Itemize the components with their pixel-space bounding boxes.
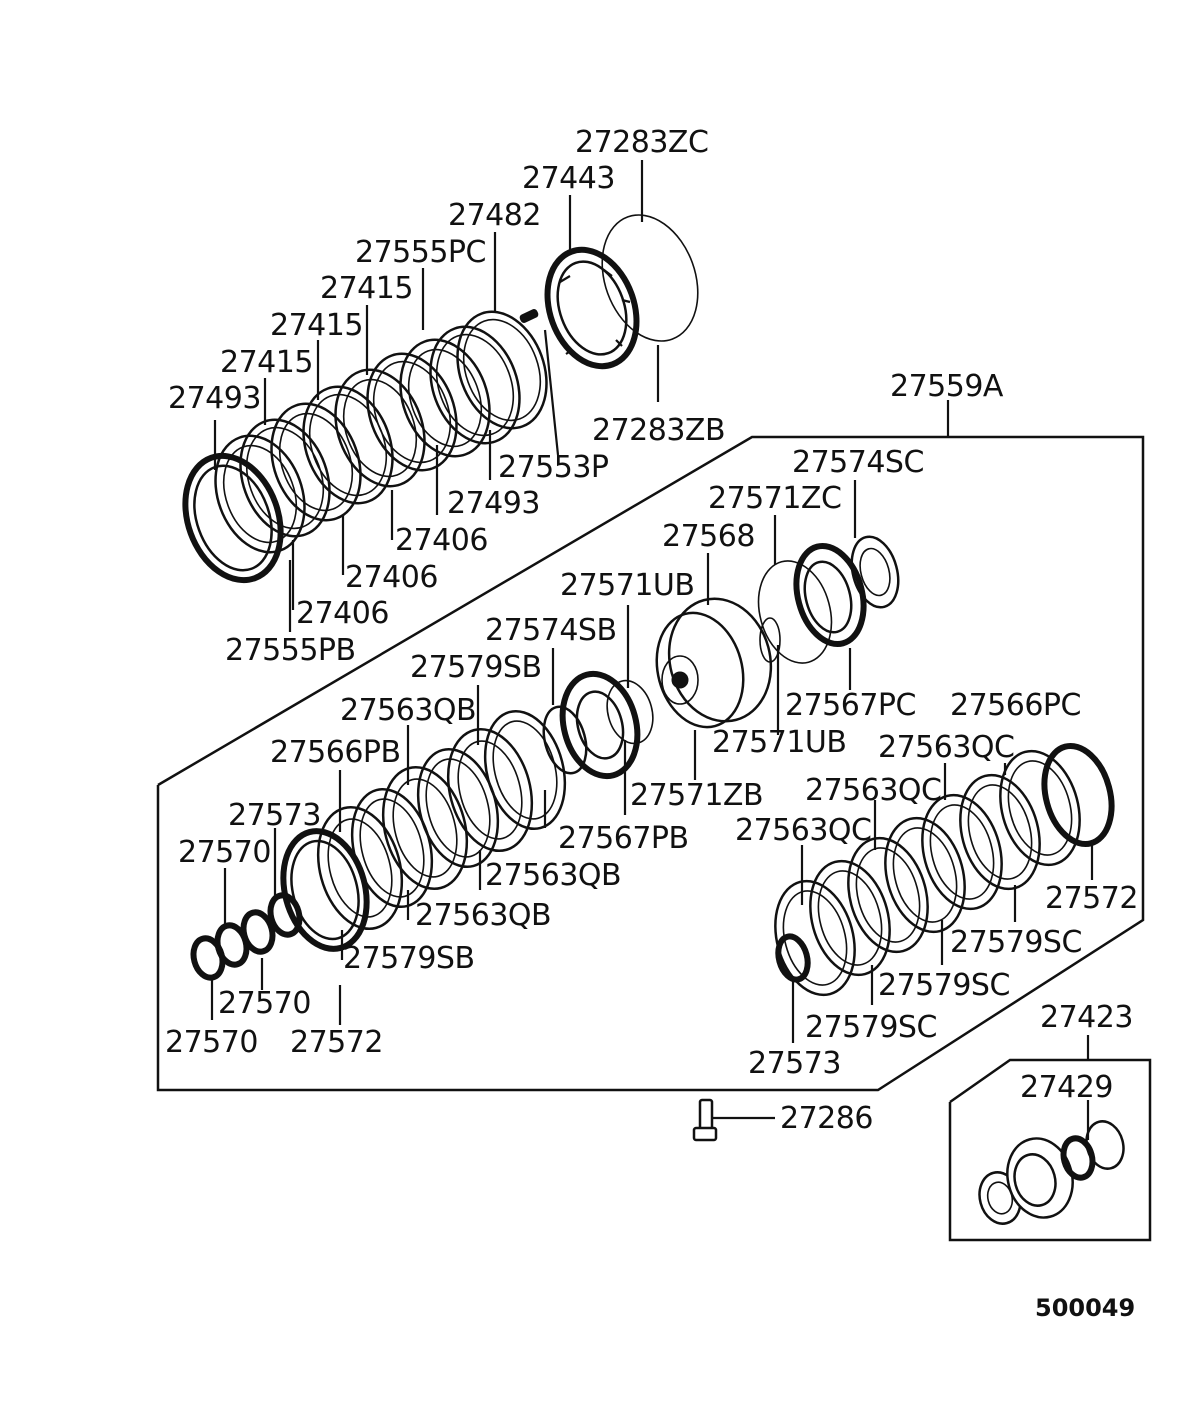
- plate-27406-a: [334, 368, 426, 488]
- snap-ring-27573-left: [267, 892, 303, 938]
- label-27568: 27568: [662, 519, 755, 554]
- plate-27563qb-a: [446, 727, 534, 853]
- retainer-27443: [544, 246, 640, 370]
- label-27415-c: 27415: [220, 345, 313, 380]
- label-27570-a: 27570: [178, 835, 271, 870]
- label-27443: 27443: [522, 161, 615, 196]
- label-27572-right: 27572: [1045, 881, 1138, 916]
- label-27406-a: 27406: [395, 523, 488, 558]
- label-27566pb: 27566PB: [270, 735, 401, 770]
- snap-ring-27493-front: [182, 452, 284, 584]
- label-27553p: 27553P: [498, 450, 609, 485]
- plate-27415-a: [366, 352, 458, 472]
- label-27571ub-top: 27571UB: [560, 568, 694, 603]
- label-27573-right: 27573: [748, 1046, 841, 1081]
- pump-gear-27429: [1060, 1135, 1096, 1181]
- plate-27555pc: [429, 325, 521, 445]
- label-27563qc-c: 27563QC: [735, 813, 872, 848]
- carrier-27568: [667, 597, 773, 723]
- planetary-section: [542, 535, 900, 780]
- label-27286: 27286: [780, 1101, 873, 1136]
- label-27482: 27482: [448, 198, 541, 233]
- label-27493-b: 27493: [447, 486, 540, 521]
- plate-27567pb: [542, 705, 588, 775]
- label-27406-b: 27406: [345, 560, 438, 595]
- label-27555pc: 27555PC: [355, 235, 486, 270]
- label-27415-a: 27415: [320, 271, 413, 306]
- plate-27493-upper: [399, 338, 491, 458]
- label-27570-b: 27570: [218, 986, 311, 1021]
- label-27573-left: 27573: [228, 798, 321, 833]
- plate-27579sc-c: [809, 859, 891, 977]
- bearing-27574sb: [559, 670, 641, 780]
- label-27579sb-bot: 27579SB: [343, 941, 475, 976]
- label-27563qb-c: 27563QB: [415, 898, 551, 933]
- label-27579sc-c: 27579SC: [805, 1010, 937, 1045]
- label-27570-c: 27570: [165, 1025, 258, 1060]
- label-27423: 27423: [1040, 1000, 1133, 1035]
- plate-27567pc: [793, 542, 867, 648]
- label-27415-b: 27415: [270, 308, 363, 343]
- label-27572-left: 27572: [290, 1025, 383, 1060]
- label-27566pc: 27566PC: [950, 688, 1081, 723]
- ring-27571zc: [757, 560, 833, 664]
- ring-27570-c: [190, 935, 226, 981]
- plate-27406-b: [270, 402, 362, 522]
- label-27406-c: 27406: [296, 596, 389, 631]
- label-27493-a: 27493: [168, 381, 261, 416]
- label-27579sb-top: 27579SB: [410, 650, 542, 685]
- label-27571zb: 27571ZB: [630, 778, 763, 813]
- upper-clutch-pack: [182, 214, 699, 584]
- pin-27482: [519, 309, 539, 323]
- plate-27563qc-b: [847, 836, 929, 954]
- plate-27406-c: [214, 434, 306, 554]
- label-27563qb-b: 27563QB: [485, 858, 621, 893]
- plate-27563qb-c: [316, 805, 404, 931]
- label-27283zc: 27283ZC: [575, 125, 708, 160]
- leader-lines: [210, 160, 1094, 1043]
- label-27563qc-a: 27563QC: [878, 730, 1015, 765]
- label-27567pb: 27567PB: [558, 821, 689, 856]
- plate-27563qc-a: [921, 793, 1003, 911]
- plate-27572-left: [280, 828, 370, 952]
- label-27283zb: 27283ZB: [592, 413, 725, 448]
- label-27571zc: 27571ZC: [708, 481, 841, 516]
- main-assembly-box: [156, 400, 1145, 1092]
- label-27574sc: 27574SC: [792, 445, 924, 480]
- seal-ring-27283zc: [601, 214, 699, 342]
- bolt-27286: [692, 1098, 775, 1142]
- label-27559a: 27559A: [890, 369, 1004, 404]
- bearing-27574sc: [850, 535, 900, 609]
- pump-assembly-box: [948, 1035, 1152, 1242]
- label-27579sc-b: 27579SC: [878, 968, 1010, 1003]
- right-lower-clutch-pack: [774, 742, 1115, 997]
- plate-27579sc-b: [884, 816, 966, 934]
- label-27574sb: 27574SB: [485, 613, 617, 648]
- ring-27571ub: [606, 679, 654, 745]
- label-27429: 27429: [1020, 1070, 1113, 1105]
- label-27563qb-top: 27563QB: [340, 693, 476, 728]
- plate-27566pc: [999, 749, 1081, 867]
- oil-pump-assembly: [978, 1100, 1125, 1225]
- part-labels: 27283ZC 27443 27482 27555PC 27415 27415 …: [165, 125, 1138, 1322]
- snap-ring-27573-right: [775, 933, 811, 983]
- label-27555pb: 27555PB: [225, 633, 356, 668]
- label-27563qc-b: 27563QC: [805, 773, 942, 808]
- plate-27553p: [456, 310, 548, 430]
- label-27579sc-a: 27579SC: [950, 925, 1082, 960]
- plate-27415-b: [302, 385, 394, 505]
- diagram-id: 500049: [1035, 1294, 1135, 1322]
- label-27571ub-bot: 27571UB: [712, 725, 846, 760]
- label-27567pc: 27567PC: [785, 688, 916, 723]
